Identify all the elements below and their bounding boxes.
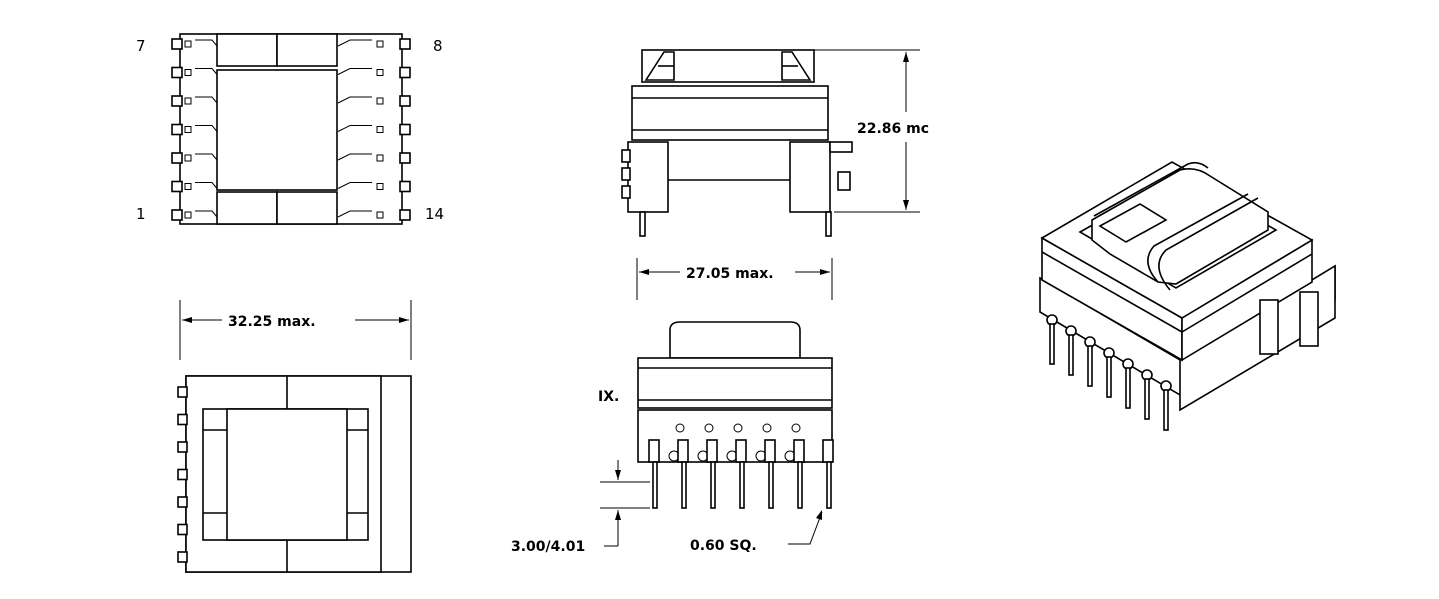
pin-post [735, 439, 747, 463]
pin-hole [184, 154, 192, 162]
terminal-pin [171, 95, 183, 107]
terminal-pin [177, 386, 188, 398]
pin-label-1: 1 [136, 205, 146, 223]
terminal-pin [399, 180, 411, 193]
bottom-view: 32.25 max. [177, 300, 412, 573]
front-view: 27.05 max. IX. 3.00/4.01 0.60 SQ. [511, 258, 834, 555]
terminal-pin [710, 461, 716, 509]
pin-hole [791, 423, 801, 433]
top-view: 7 8 1 14 [136, 33, 444, 225]
terminal-pin [739, 461, 745, 509]
pin-hole [184, 183, 192, 190]
pin-post [648, 439, 660, 463]
terminal-pin [171, 180, 183, 193]
standoff-dimension: 3.00/4.01 [511, 539, 585, 555]
terminal-pin [177, 413, 188, 426]
terminal-pin [177, 551, 188, 563]
terminal-pin [171, 38, 183, 50]
terminal-pin [177, 468, 188, 481]
pin-hole [376, 97, 384, 105]
pin-hole [376, 211, 384, 219]
terminal-pin [171, 209, 183, 221]
terminal-pin [399, 123, 411, 136]
pin-hole [376, 126, 384, 133]
terminal-pin [1049, 323, 1055, 365]
width-dimension: 32.25 max. [228, 314, 316, 330]
terminal-pin [826, 461, 832, 509]
terminal-pin [797, 461, 803, 509]
pin-post [793, 439, 805, 463]
terminal-pin [171, 123, 183, 136]
terminal-pin [1068, 334, 1074, 376]
height-dimension: 22.86 mc [857, 121, 929, 137]
pin-hole [376, 69, 384, 76]
terminal-pin [399, 152, 411, 164]
terminal-pin [177, 496, 188, 508]
terminal-pin [171, 152, 183, 164]
terminal-pin [768, 461, 774, 509]
pin-label-7: 7 [136, 37, 146, 55]
terminal-pin [177, 523, 188, 536]
terminal-pin [171, 66, 183, 79]
isometric-view [1039, 161, 1336, 431]
pin-label-14: 14 [425, 205, 444, 223]
pin-hole [184, 97, 192, 105]
pin-label-8: 8 [433, 37, 443, 55]
pin-hole [704, 423, 714, 433]
partial-label: IX. [598, 389, 619, 405]
pin-hole [675, 423, 685, 433]
pin-hole [184, 40, 192, 48]
terminal-pin [681, 461, 687, 509]
terminal-pin [399, 66, 411, 79]
pin-hole [762, 423, 772, 433]
terminal-pin [1106, 356, 1112, 398]
terminal-pin [177, 441, 188, 453]
terminal-pin [1087, 345, 1093, 387]
pin-hole [376, 154, 384, 162]
terminal-pin [1144, 378, 1150, 420]
pin-post [706, 439, 718, 463]
terminal-pin [399, 38, 411, 50]
pin-hole [184, 69, 192, 76]
depth-dimension: 27.05 max. [686, 266, 774, 282]
pin-post [822, 439, 834, 463]
pin-post [677, 439, 689, 463]
terminal-pin [399, 209, 411, 221]
pin-hole [376, 40, 384, 48]
terminal-pin [399, 95, 411, 107]
pin-size-dimension: 0.60 SQ. [690, 538, 757, 554]
terminal-pin [652, 461, 658, 509]
terminal-pin [1125, 367, 1131, 409]
pin-hole [733, 423, 743, 433]
pin-hole [376, 183, 384, 190]
pin-post [764, 439, 776, 463]
side-view: 22.86 mc [621, 49, 929, 237]
pin-hole [184, 211, 192, 219]
pin-hole [184, 126, 192, 133]
terminal-pin [1163, 389, 1169, 431]
